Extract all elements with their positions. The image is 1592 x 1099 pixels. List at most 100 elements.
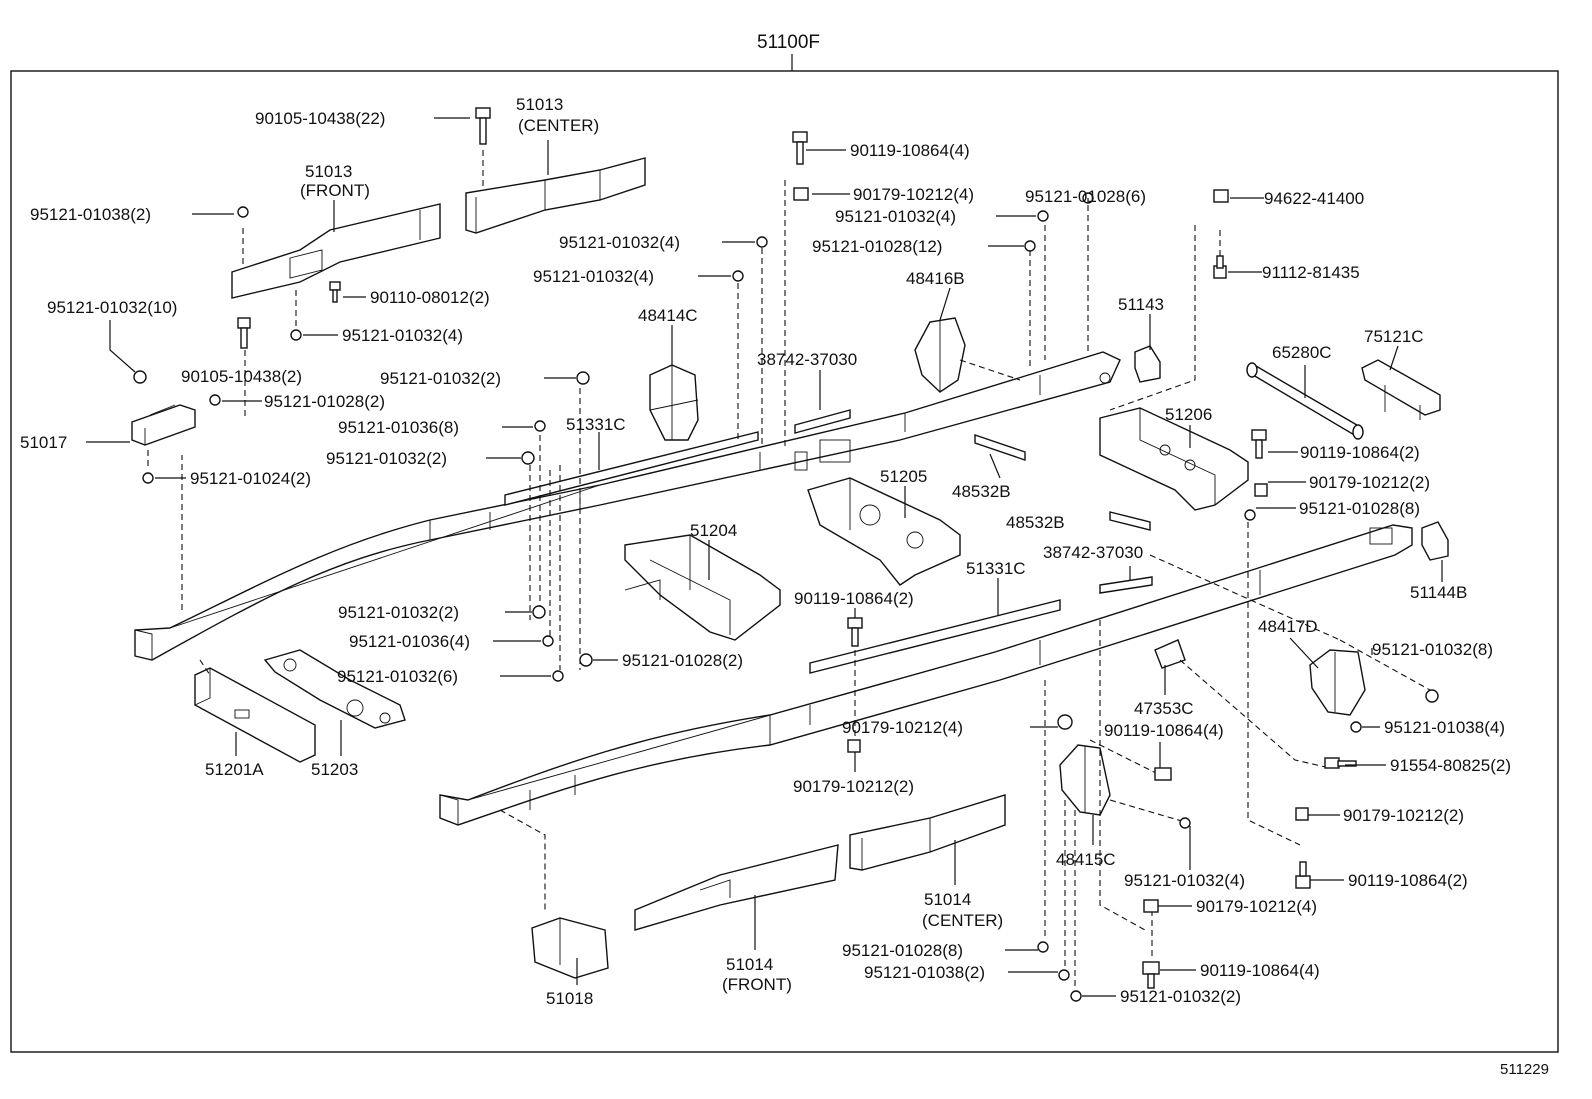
label-fastener: 90119-10864(4)	[1104, 721, 1224, 740]
label-51143: 51143	[1118, 295, 1164, 314]
label-fastener: 95121-01032(8)	[1372, 640, 1493, 659]
label-fastener: 95121-01038(4)	[1384, 718, 1505, 737]
part-51013-center	[465, 157, 646, 234]
part-48532B-lower	[1109, 511, 1151, 531]
part-48532B-upper	[974, 434, 1026, 461]
label-fastener: 95121-01032(4)	[835, 207, 956, 226]
label-51206: 51206	[1165, 405, 1212, 424]
assembly-label: 51100F	[757, 32, 820, 53]
part-48415C	[1059, 744, 1111, 816]
label-fastener: 90105-10438(2)	[181, 367, 302, 386]
part-51204	[624, 534, 781, 641]
label-fastener: 90105-10438(22)	[255, 109, 385, 128]
label-fastener: 95121-01032(2)	[1120, 987, 1241, 1006]
label-48532B-lower: 48532B	[1006, 513, 1065, 532]
label-48417D: 48417D	[1258, 617, 1318, 636]
label-fastener: 95121-01032(4)	[1124, 871, 1245, 890]
assembly-border	[10, 70, 1559, 1053]
label-fastener: 95121-01038(2)	[864, 963, 985, 982]
part-75121C	[1361, 359, 1441, 420]
label-fastener: 95121-01028(6)	[1025, 187, 1146, 206]
label-fastener: 90179-10212(4)	[1196, 897, 1317, 916]
part-51331C-lower-strip	[809, 599, 1061, 674]
label-51331C-upper: 51331C	[566, 415, 626, 434]
label-fastener: 95121-01028(12)	[812, 237, 942, 256]
label-51205: 51205	[880, 467, 927, 486]
label-fastener: 90119-10864(4)	[850, 141, 970, 160]
label-fastener: 95121-01032(4)	[559, 233, 680, 252]
label-fastener: 91112-81435	[1262, 263, 1360, 282]
label-65280C: 65280C	[1272, 343, 1332, 362]
label-48532B-upper: 48532B	[952, 482, 1011, 501]
label-51203: 51203	[311, 760, 358, 779]
label-51013-center-sub: (CENTER)	[518, 116, 599, 135]
label-fastener: 90110-08012(2)	[370, 288, 490, 307]
label-fastener: 95121-01032(4)	[533, 267, 654, 286]
label-fastener: 95121-01032(2)	[338, 603, 459, 622]
label-fastener: 90119-10864(4)	[1200, 961, 1320, 980]
label-48415C: 48415C	[1056, 850, 1116, 869]
frame-rail-upper	[134, 351, 1121, 661]
leader-lines	[86, 117, 1443, 997]
label-51013-front: 51013	[305, 162, 352, 181]
part-51143	[1134, 345, 1161, 383]
label-fastener: 90119-10864(2)	[794, 589, 914, 608]
part-labels: 51013 (CENTER) 51013 (FRONT) 51017 51201…	[20, 95, 1467, 1008]
part-51014-center	[849, 794, 1006, 871]
label-fastener: 90179-10212(2)	[1343, 806, 1464, 825]
figure-number: 511229	[1500, 1061, 1549, 1078]
label-51014-center-sub: (CENTER)	[922, 911, 1003, 930]
label-38742-upper: 38742-37030	[757, 350, 857, 369]
part-48416B	[914, 317, 966, 393]
label-fastener: 90119-10864(2)	[1300, 443, 1420, 462]
fastener-labels: 90105-10438(22) 95121-01038(2) 90110-080…	[30, 109, 1511, 1006]
label-51014-center: 51014	[924, 890, 971, 909]
part-51144B	[1421, 521, 1449, 561]
label-fastener: 95121-01038(2)	[30, 205, 151, 224]
part-48417D	[1309, 649, 1366, 716]
assembly-dashed-lines	[147, 150, 1431, 990]
label-fastener: 90179-10212(4)	[853, 185, 974, 204]
label-51331C-lower: 51331C	[966, 559, 1026, 578]
label-fastener: 95121-01028(2)	[622, 651, 743, 670]
label-fastener: 95121-01028(2)	[264, 392, 385, 411]
part-51014-front	[634, 844, 839, 931]
label-fastener: 90179-10212(4)	[842, 718, 963, 737]
label-fastener: 95121-01032(4)	[342, 326, 463, 345]
label-48416B: 48416B	[906, 269, 965, 288]
label-fastener: 90119-10864(2)	[1348, 871, 1468, 890]
label-51018: 51018	[546, 989, 593, 1008]
label-fastener: 95121-01028(8)	[842, 941, 963, 960]
label-fastener: 95121-01032(2)	[326, 449, 447, 468]
label-51014-front-sub: (FRONT)	[722, 975, 792, 994]
frame-rail-lower	[439, 524, 1413, 826]
part-51203	[263, 649, 406, 729]
label-fastener: 95121-01032(10)	[47, 298, 177, 317]
label-fastener: 95121-01024(2)	[190, 469, 311, 488]
label-51017: 51017	[20, 433, 67, 452]
label-fastener: 95121-01032(2)	[380, 369, 501, 388]
part-47353C	[1154, 639, 1186, 669]
label-fastener: 91554-80825(2)	[1390, 756, 1511, 775]
label-48414C: 48414C	[638, 306, 698, 325]
label-38742-lower: 38742-37030	[1043, 543, 1143, 562]
part-51205	[807, 477, 961, 586]
label-fastener: 95121-01032(6)	[337, 667, 458, 686]
part-51206	[1099, 407, 1249, 511]
label-fastener: 95121-01036(8)	[338, 418, 459, 437]
part-51013-front	[231, 203, 441, 299]
part-48414C	[649, 364, 699, 441]
part-51331C-upper-strip	[504, 409, 851, 506]
fastener-glyphs	[133, 107, 1439, 1002]
part-51018	[531, 917, 609, 979]
label-fastener: 94622-41400	[1264, 189, 1364, 208]
part-65280C	[1246, 362, 1364, 440]
label-fastener: 90179-10212(2)	[1309, 473, 1430, 492]
label-51013-front-sub: (FRONT)	[300, 181, 370, 200]
label-75121C: 75121C	[1364, 327, 1424, 346]
label-51201A: 51201A	[205, 760, 264, 779]
label-51204: 51204	[690, 521, 737, 540]
part-51201A	[194, 667, 316, 763]
label-fastener: 90179-10212(2)	[793, 777, 914, 796]
